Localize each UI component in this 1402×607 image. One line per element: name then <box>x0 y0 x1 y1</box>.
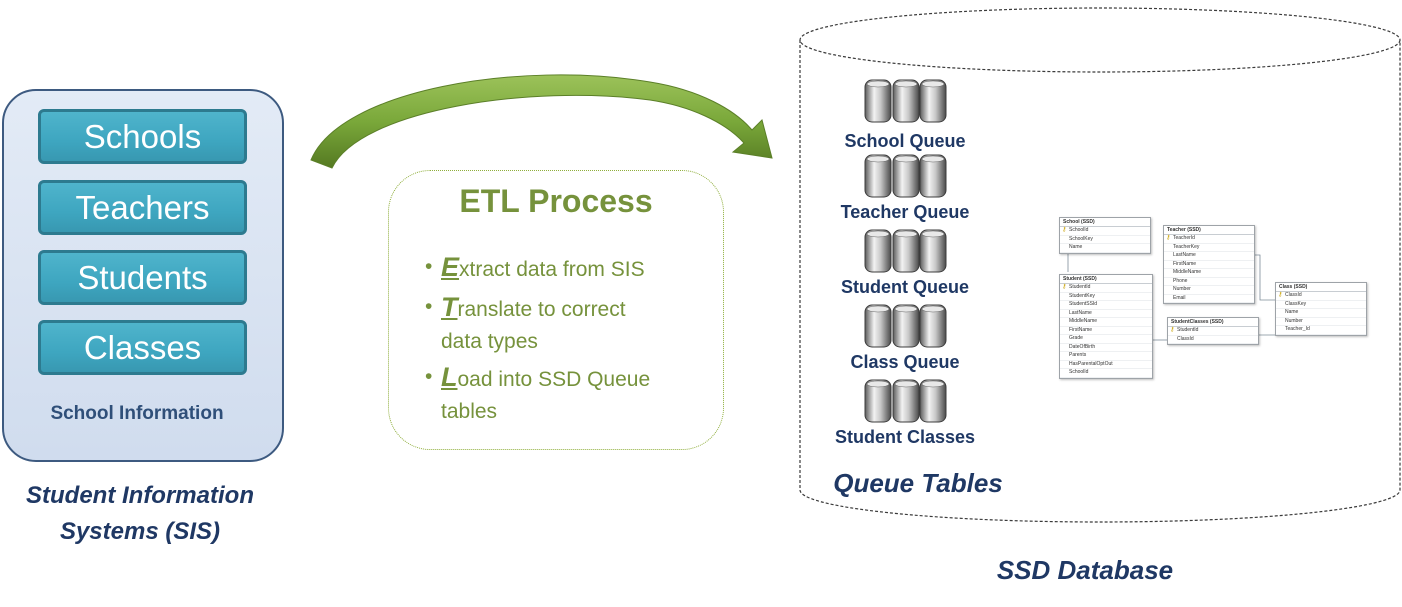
queue-icons <box>864 79 947 423</box>
bullet-icon: • <box>425 295 433 318</box>
queue-disk-icon <box>864 304 947 348</box>
er-column: Name <box>1060 244 1150 253</box>
er-column: ClassKey <box>1276 301 1366 309</box>
etl-letter-l: L <box>441 362 458 392</box>
sis-panel: Schools Teachers Students Classes School… <box>2 89 284 462</box>
etl-translate-text: ranslate to correct <box>457 298 626 321</box>
queue-disk-icon <box>864 229 947 273</box>
etl-translate-text-2: data types <box>441 330 538 353</box>
classes-box: Classes <box>38 320 247 375</box>
er-column: TeacherId⚷ <box>1164 235 1254 244</box>
er-column: LastName <box>1164 252 1254 261</box>
er-column: LastName <box>1060 310 1152 318</box>
etl-load-item: • Load into SSD Queue tables <box>425 361 715 428</box>
ssd-database-cylinder <box>799 7 1401 523</box>
teacher-queue-label: Teacher Queue <box>840 202 970 222</box>
er-column: SchoolId⚷ <box>1060 227 1150 236</box>
queue-disk-icon <box>864 79 947 123</box>
er-column: StudentId⚷ <box>1060 284 1152 293</box>
sis-title-line2: Systems (SIS) <box>59 518 221 545</box>
er-column: DateOfBirth <box>1060 344 1152 352</box>
queue-disk-icon <box>864 154 947 198</box>
etl-load-text-2: tables <box>441 400 498 423</box>
primary-key-icon: ⚷ <box>1170 327 1175 333</box>
primary-key-icon: ⚷ <box>1062 227 1067 233</box>
er-column: Phone <box>1164 278 1254 286</box>
er-column: ClassId⚷ <box>1276 292 1366 301</box>
er-table-teacher-name: Teacher (SSD) <box>1164 226 1254 235</box>
queue-disk-icon <box>864 379 947 423</box>
etl-extract-text: xtract data from SIS <box>459 258 645 281</box>
er-column: Number <box>1276 318 1366 326</box>
bullet-icon: • <box>425 255 433 278</box>
er-table-class-name: Class (SSD) <box>1276 283 1366 292</box>
school-queue-label: School Queue <box>844 131 966 151</box>
er-column: StudentSSId <box>1060 301 1152 310</box>
student-queue-label: Student Queue <box>840 277 969 297</box>
er-column: Teacher_Id <box>1276 326 1366 335</box>
schools-box: Schools <box>38 109 247 164</box>
er-column: SchoolKey <box>1060 236 1150 244</box>
ssd-database-title: SSD Database <box>996 555 1174 585</box>
school-information-caption: School Information <box>50 403 224 424</box>
etl-letter-e: E <box>441 252 460 282</box>
etl-letter-t: T <box>441 292 458 322</box>
er-column: MiddleName <box>1164 269 1254 278</box>
er-table-school-name: School (SSD) <box>1060 218 1150 227</box>
er-column: Grade <box>1060 335 1152 344</box>
er-column: Parents <box>1060 352 1152 361</box>
etl-flow-arrow <box>310 74 773 169</box>
er-column: ClassId <box>1168 336 1258 344</box>
bullet-icon: • <box>425 365 433 388</box>
er-column: Email <box>1164 295 1254 303</box>
etl-title: ETL Process <box>459 183 653 219</box>
er-table-studentclasses: StudentClasses (SSD) StudentId⚷ClassId <box>1167 317 1259 345</box>
er-column: SchoolId <box>1060 369 1152 378</box>
er-column: StudentId⚷ <box>1168 327 1258 336</box>
er-table-student-name: Student (SSD) <box>1060 275 1152 284</box>
er-table-studentclasses-columns: StudentId⚷ClassId <box>1168 327 1258 344</box>
er-column: HasParentalOptOut <box>1060 361 1152 369</box>
er-column: FirstName <box>1060 327 1152 335</box>
er-column: Number <box>1164 286 1254 295</box>
etl-translate-item: • Translate to correct data types <box>425 291 715 358</box>
etl-load-text: oad into SSD Queue <box>457 368 651 391</box>
student-classes-queue-label: Student Classes <box>834 427 976 447</box>
class-queue-label: Class Queue <box>850 352 960 372</box>
er-column: StudentKey <box>1060 293 1152 301</box>
queue-tables-title: Queue Tables <box>833 468 1003 498</box>
sis-title-line1: Student Information <box>26 482 254 509</box>
er-column: Name <box>1276 309 1366 318</box>
er-column: MiddleName <box>1060 318 1152 327</box>
er-table-studentclasses-name: StudentClasses (SSD) <box>1168 318 1258 327</box>
students-box: Students <box>38 250 247 305</box>
etl-extract-item: • Extract data from SIS <box>425 251 715 286</box>
primary-key-icon: ⚷ <box>1166 235 1171 241</box>
primary-key-icon: ⚷ <box>1278 292 1283 298</box>
etl-process-box: ETL Process • Extract data from SIS • Tr… <box>388 170 724 450</box>
teachers-box: Teachers <box>38 180 247 235</box>
er-column: FirstName <box>1164 261 1254 269</box>
sis-title: Student Information Systems (SIS) <box>0 478 280 550</box>
primary-key-icon: ⚷ <box>1062 284 1067 290</box>
er-column: TeacherKey <box>1164 244 1254 252</box>
er-relationship-lines <box>1067 247 1275 341</box>
